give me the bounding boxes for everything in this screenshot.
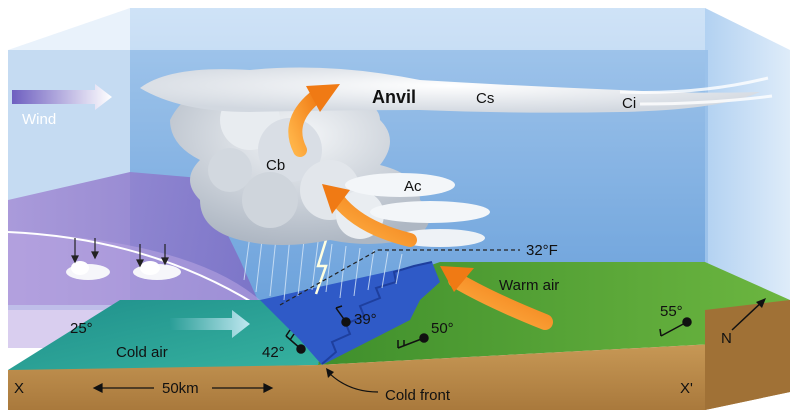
- cold-air-small-clouds: [66, 261, 181, 280]
- rain-streaks: [243, 234, 403, 301]
- temp-39: 39°: [354, 311, 377, 328]
- cb-label: Cb: [266, 157, 285, 174]
- north-arrow-head: [756, 298, 766, 308]
- cold-front-pointer-head: [326, 368, 334, 378]
- wind-arrow: [12, 84, 112, 110]
- cold-air-ground: [8, 300, 330, 372]
- north-label: N: [721, 330, 732, 347]
- temp-50: 50°: [431, 320, 454, 337]
- station-models: [285, 305, 692, 354]
- updraft-arrow-middle: [331, 193, 417, 247]
- temp-55: 55°: [660, 303, 683, 320]
- freezing-level-slope: [279, 249, 379, 306]
- warm-air-arrow: [448, 272, 553, 330]
- lightning-bolt: [314, 239, 328, 295]
- cold-air-label: Cold air: [116, 344, 168, 361]
- distance-scale: [92, 383, 274, 393]
- anvil-label: Anvil: [372, 87, 416, 107]
- updraft-arrow-upper: [288, 88, 325, 157]
- north-arrow: [731, 299, 765, 331]
- cold-front-teeth: [321, 261, 433, 365]
- warm-air-arrow-head: [440, 266, 474, 292]
- distance-label: 50km: [162, 380, 199, 397]
- ac-label: Ac: [404, 178, 422, 195]
- cold-air-arrow: [170, 310, 250, 338]
- ci-label: Ci: [622, 95, 636, 112]
- sinking-air-arrows: [71, 238, 169, 268]
- cold-front-band: [260, 262, 440, 365]
- cirrus-wisps: [619, 76, 773, 106]
- temp-42: 42°: [262, 344, 285, 361]
- freezing-level-label: 32°F: [526, 242, 558, 259]
- temp-25: 25°: [70, 320, 93, 337]
- warm-air-label: Warm air: [499, 277, 559, 294]
- section-end-label: X': [680, 380, 693, 397]
- updraft-arrow-upper-head: [306, 84, 340, 112]
- cs-label: Cs: [476, 90, 494, 107]
- cold-front-pointer: [327, 371, 379, 393]
- cold-front-label: Cold front: [385, 387, 451, 404]
- ground-soil: [8, 340, 790, 410]
- anvil-cloud: [140, 67, 760, 113]
- updraft-arrow-middle-head: [322, 184, 350, 214]
- wind-label: Wind: [22, 111, 56, 128]
- warm-air-ground: [318, 262, 790, 365]
- section-start-label: X: [14, 380, 24, 397]
- altocumulus-clouds: [345, 173, 490, 247]
- box-top-face: [8, 8, 705, 50]
- ground-soil-side: [705, 300, 790, 410]
